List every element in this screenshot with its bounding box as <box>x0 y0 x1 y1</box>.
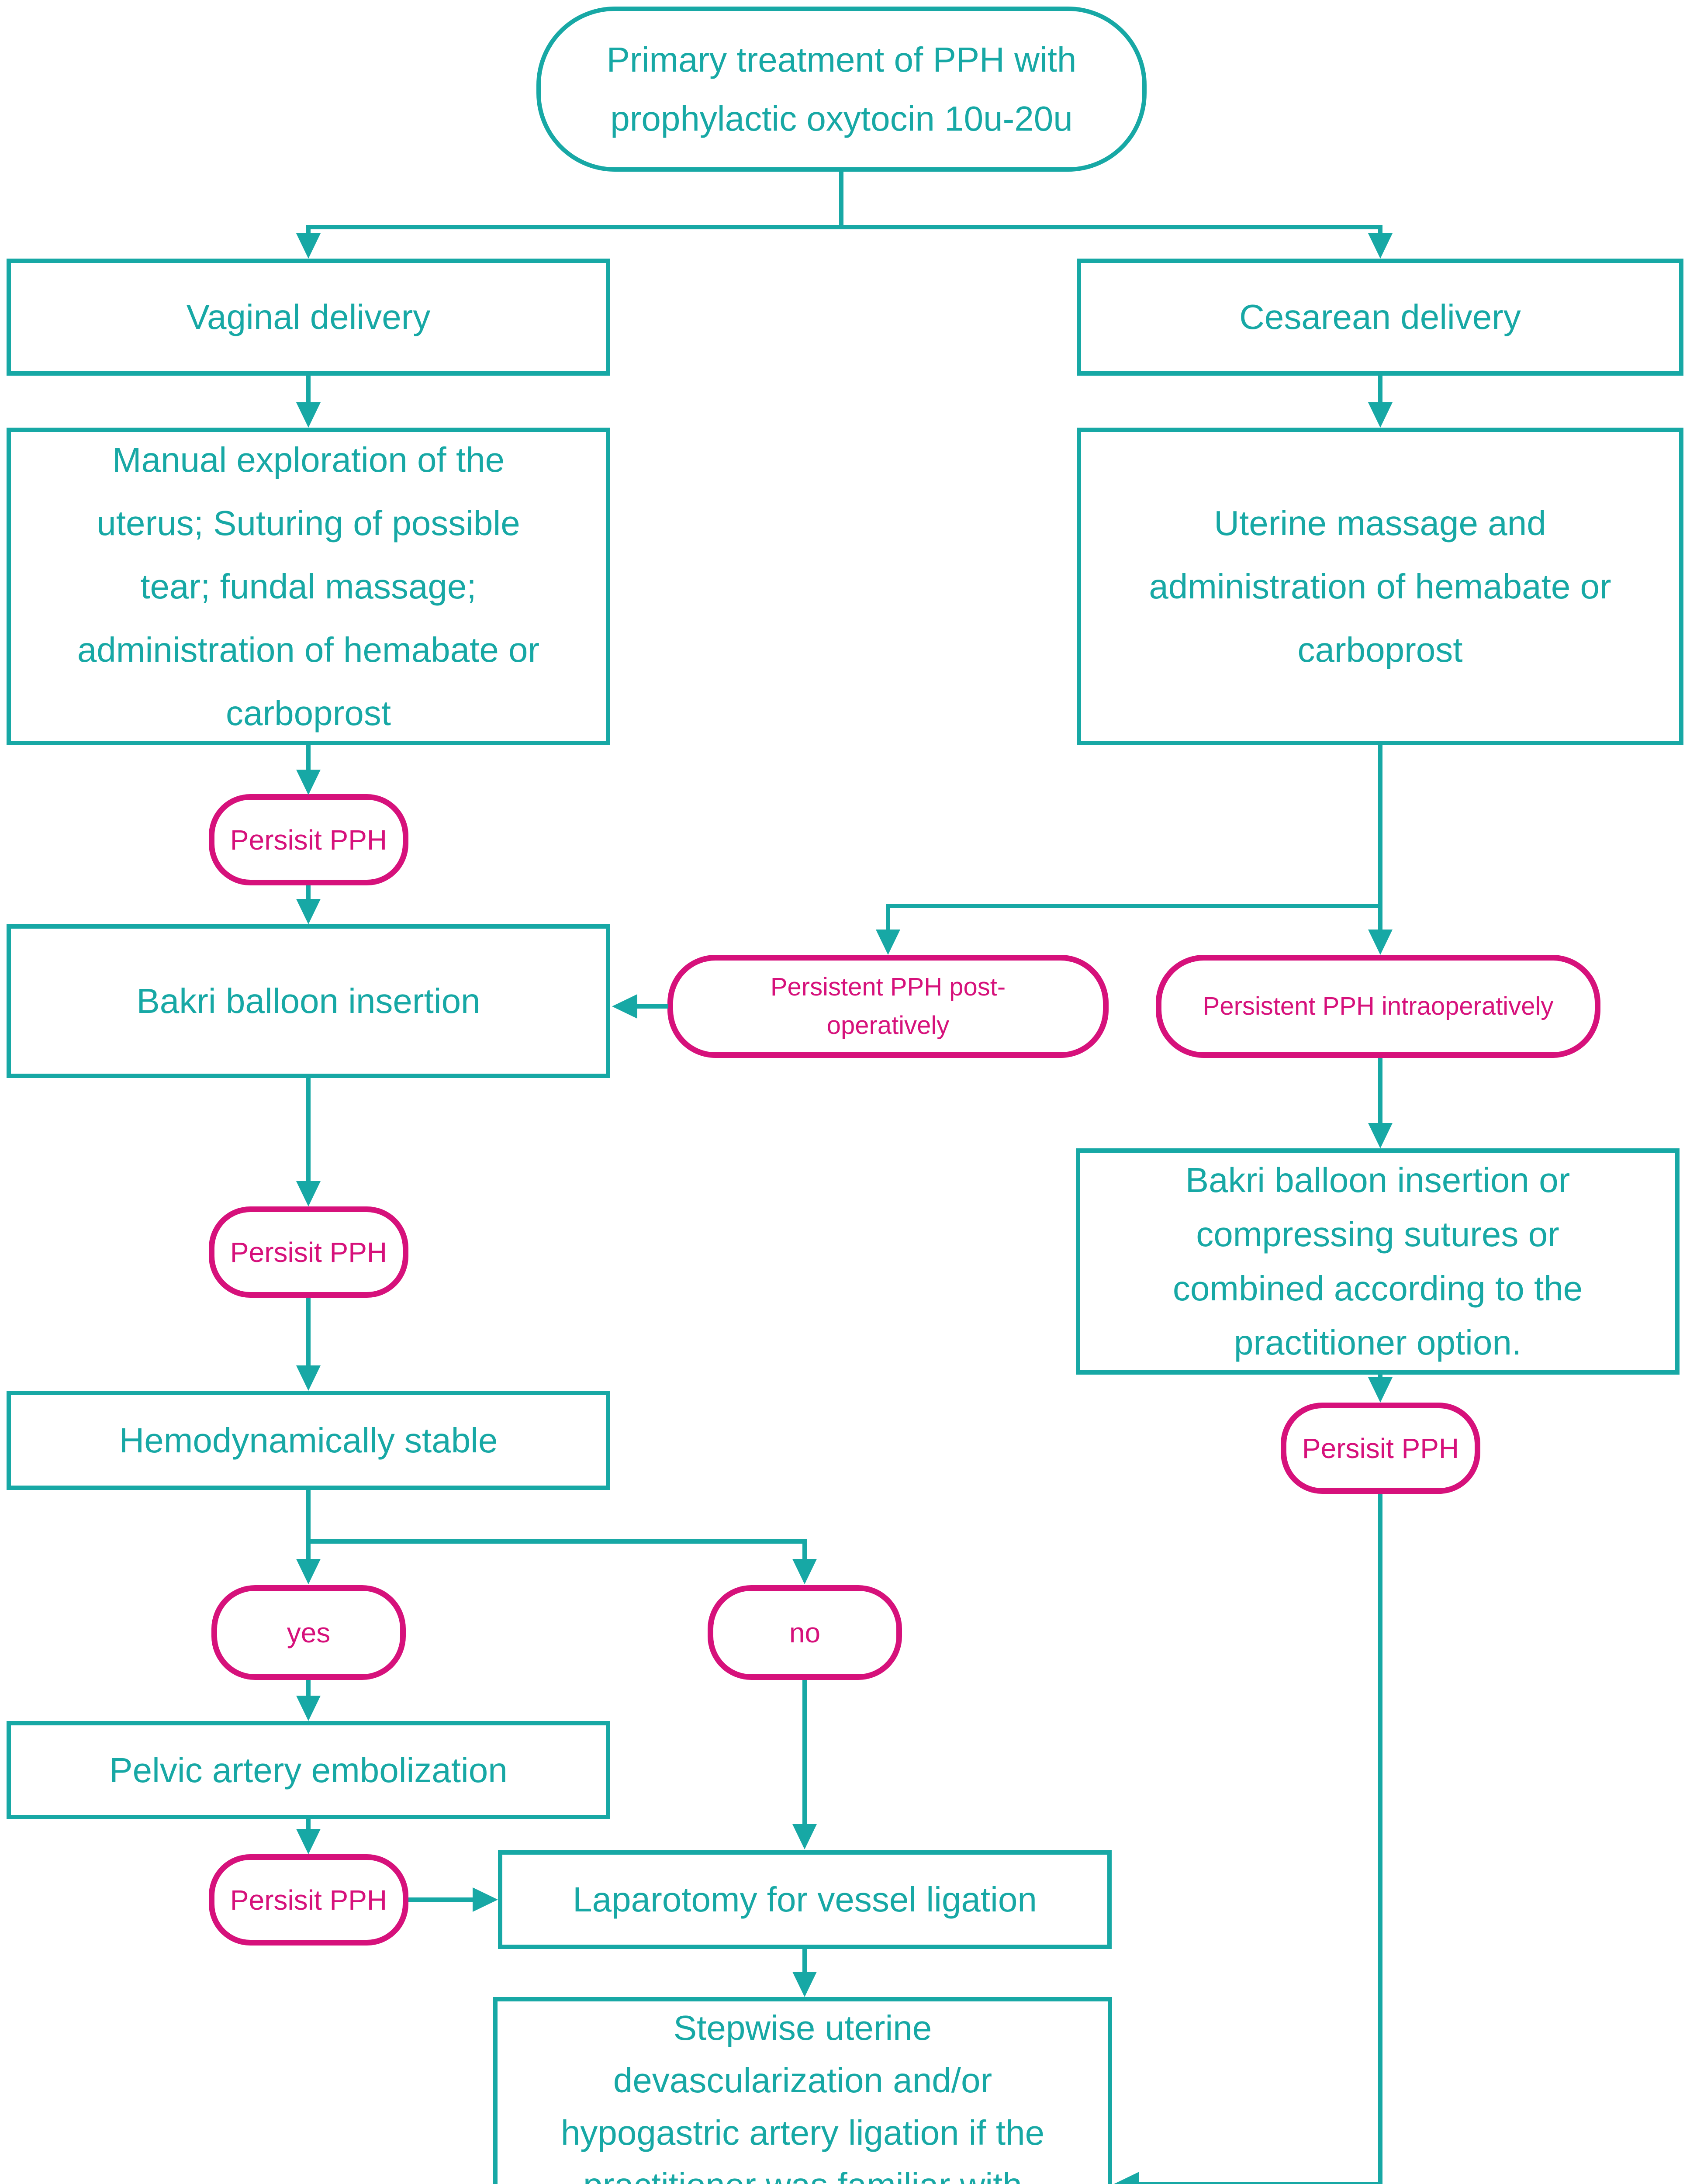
node-persist-pph-right: Persisit PPH <box>1281 1403 1480 1494</box>
node-stepwise-devascularization: Stepwise uterine devascularization and/o… <box>493 1997 1112 2184</box>
arrow-manual-pph1 <box>296 770 321 795</box>
connector-yes-pelvic <box>306 1680 311 1697</box>
connector-to-postop <box>886 904 890 931</box>
node-stepwise-devascularization-label: Stepwise uterine devascularization and/o… <box>560 2008 1045 2184</box>
arrow-pph3-laparotomy <box>473 1887 498 1912</box>
connector-postop-bakri <box>633 1004 668 1009</box>
node-bakri-balloon: Bakri balloon insertion <box>7 924 610 1078</box>
node-pelvic-embolization-label: Pelvic artery embolization <box>109 1750 508 1790</box>
node-uterine-massage: Uterine massage and administration of he… <box>1077 428 1683 745</box>
node-primary-treatment-label: Primary treatment of PPH with prophylact… <box>606 40 1077 138</box>
connector-intraop-sutures <box>1378 1058 1382 1125</box>
arrow-vaginal-manual <box>296 402 321 428</box>
arrow-pphr-stepwise <box>1114 2172 1139 2184</box>
node-cesarean-delivery: Cesarean delivery <box>1077 259 1683 376</box>
connector-uterine-split <box>886 904 1382 908</box>
node-yes: yes <box>211 1585 406 1680</box>
arrow-laparotomy-stepwise <box>792 1972 817 1997</box>
node-persist-pph-3-label: Persisit PPH <box>230 1884 387 1916</box>
arrow-pelvic-pph3 <box>296 1829 321 1854</box>
node-persist-pph-right-label: Persisit PPH <box>1302 1432 1459 1464</box>
node-vaginal-delivery: Vaginal delivery <box>7 259 610 376</box>
arrow-pph2-hemo <box>296 1365 321 1391</box>
arrow-postop-bakri <box>612 994 637 1019</box>
arrow-to-yes <box>296 1559 321 1584</box>
connector-primary-stem <box>839 172 843 227</box>
node-no-label: no <box>789 1617 821 1648</box>
arrow-sutures-pphr <box>1368 1377 1393 1403</box>
node-hemodynamically-stable: Hemodynamically stable <box>7 1391 610 1490</box>
node-vaginal-delivery-label: Vaginal delivery <box>186 297 431 336</box>
node-persist-pph-3: Persisit PPH <box>209 1854 408 1946</box>
node-pelvic-embolization: Pelvic artery embolization <box>7 1721 610 1819</box>
node-persist-pph-1: Persisit PPH <box>209 794 408 885</box>
node-hemodynamically-stable-label: Hemodynamically stable <box>119 1420 498 1460</box>
connector-bakri-pph2 <box>306 1078 311 1184</box>
connector-pph3-laparotomy <box>408 1897 476 1902</box>
node-no: no <box>708 1585 902 1680</box>
connector-pph2-hemo <box>306 1298 311 1368</box>
node-uterine-massage-label: Uterine massage and administration of he… <box>1149 504 1611 669</box>
connector-to-vaginal <box>306 225 311 238</box>
node-persistent-pph-postop: Persistent PPH post- operatively <box>667 955 1109 1058</box>
connector-cesarean-uterine <box>1378 376 1382 404</box>
arrow-yes-pelvic <box>296 1696 321 1721</box>
arrow-to-postop <box>876 930 900 955</box>
connector-pelvic-pph3 <box>306 1819 311 1832</box>
arrow-to-cesarean <box>1368 233 1393 259</box>
node-persist-pph-2-label: Persisit PPH <box>230 1236 387 1268</box>
connector-top-split <box>306 225 1382 229</box>
node-persist-pph-1-label: Persisit PPH <box>230 824 387 856</box>
arrow-pph1-bakri <box>296 899 321 924</box>
arrow-intraop-sutures <box>1368 1123 1393 1148</box>
node-persistent-pph-intraop-label: Persistent PPH intraoperatively <box>1203 992 1554 1020</box>
connector-laparotomy-stepwise <box>802 1949 807 1973</box>
node-laparotomy: Laparotomy for vessel ligation <box>498 1850 1112 1949</box>
connector-hemo-split <box>306 1539 807 1544</box>
node-manual-exploration-label: Manual exploration of the uterus; Suturi… <box>77 440 540 733</box>
arrow-to-intraop <box>1368 930 1393 955</box>
connector-pphr-left <box>1136 2182 1382 2184</box>
node-persistent-pph-intraop: Persistent PPH intraoperatively <box>1156 955 1600 1058</box>
arrow-cesarean-uterine <box>1368 402 1393 428</box>
arrow-to-no <box>792 1559 817 1584</box>
connector-to-cesarean <box>1378 225 1382 238</box>
connector-pphr-down <box>1378 1494 1382 2184</box>
node-yes-label: yes <box>287 1617 331 1648</box>
node-bakri-sutures: Bakri balloon insertion or compressing s… <box>1076 1148 1680 1375</box>
arrow-to-vaginal <box>296 233 321 259</box>
connector-vaginal-manual <box>306 376 311 404</box>
connector-pph1-bakri <box>306 885 311 901</box>
connector-uterine-stem <box>1378 745 1382 931</box>
node-bakri-balloon-label: Bakri balloon insertion <box>136 981 480 1020</box>
node-bakri-sutures-label: Bakri balloon insertion or compressing s… <box>1172 1161 1583 1362</box>
node-manual-exploration: Manual exploration of the uterus; Suturi… <box>7 428 610 745</box>
node-persistent-pph-postop-label: Persistent PPH post- operatively <box>770 973 1006 1040</box>
connector-hemo-stem <box>306 1490 311 1562</box>
node-cesarean-delivery-label: Cesarean delivery <box>1239 297 1521 336</box>
connector-no-laparotomy <box>802 1680 807 1826</box>
arrow-no-laparotomy <box>792 1824 817 1849</box>
arrow-bakri-pph2 <box>296 1181 321 1206</box>
node-primary-treatment: Primary treatment of PPH with prophylact… <box>536 7 1147 172</box>
node-laparotomy-label: Laparotomy for vessel ligation <box>573 1880 1037 1919</box>
connector-to-no <box>802 1539 807 1562</box>
node-persist-pph-2: Persisit PPH <box>209 1206 408 1298</box>
connector-manual-pph1 <box>306 745 311 772</box>
